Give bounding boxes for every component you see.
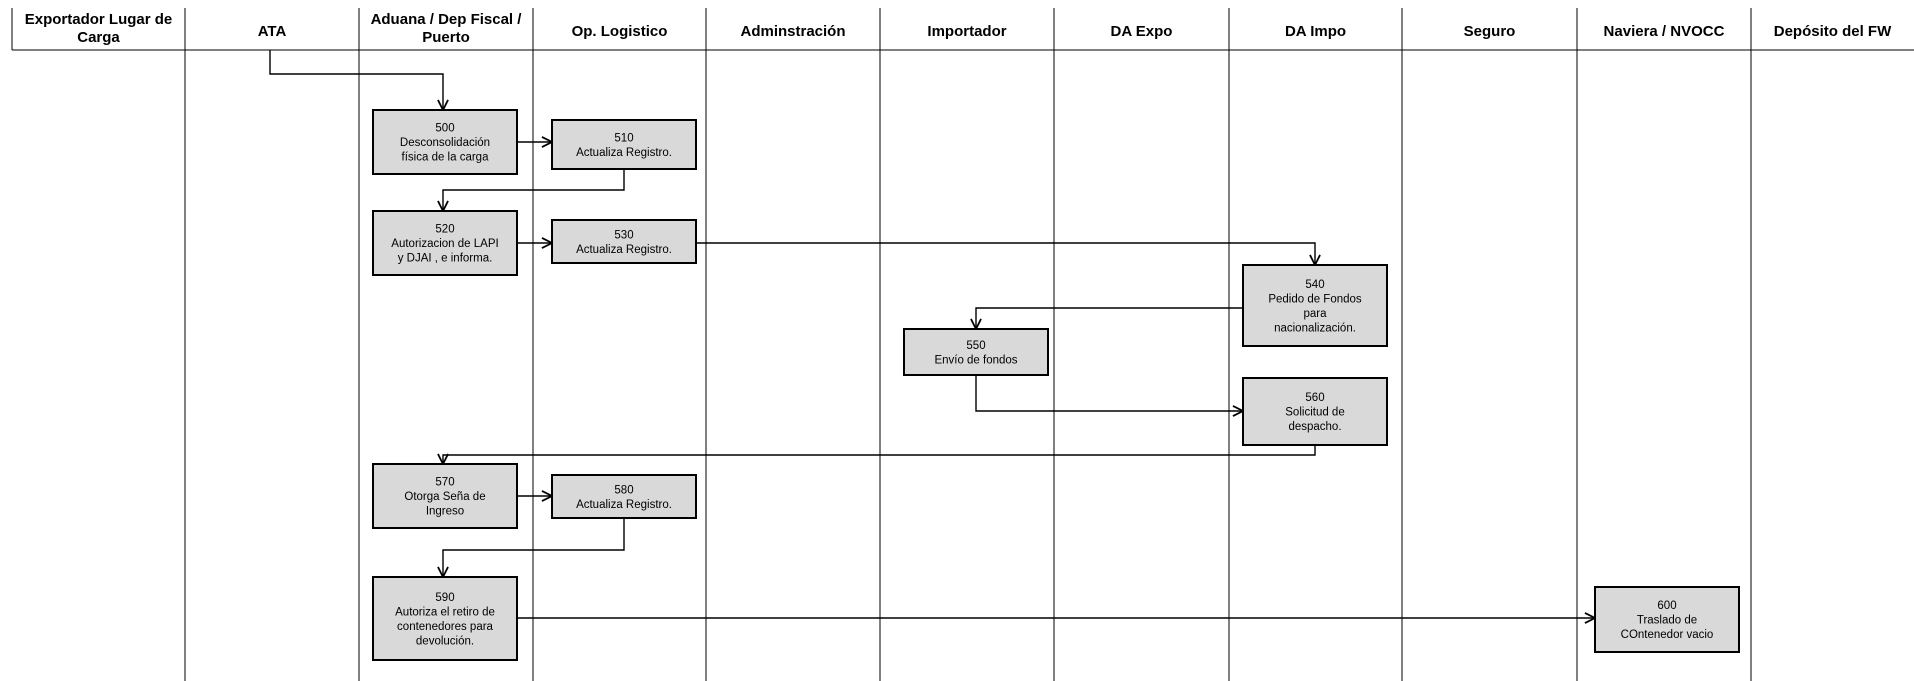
step-description: y DJAI , e informa. (398, 253, 493, 265)
step-description: Pedido de Fondos (1268, 293, 1362, 305)
step-description: devolución. (416, 635, 474, 647)
lane-header-label: DA Impo (1285, 23, 1346, 40)
lane-header-label: Seguro (1464, 23, 1516, 40)
lane-header-label: Naviera / NVOCC (1604, 23, 1725, 40)
step-description: Solicitud de (1285, 407, 1344, 419)
lane-header-label: ATA (258, 23, 287, 40)
lane-header-admin: Adminstración (740, 23, 845, 40)
step-number: 530 (614, 229, 633, 241)
process-box (372, 109, 518, 175)
step-description: Otorga Seña de (404, 491, 485, 503)
step-number: 520 (435, 224, 454, 236)
lane-header-deposito: Depósito del FW (1774, 23, 1892, 40)
process-box (1242, 377, 1388, 446)
connector-530-to-540 (696, 242, 1315, 265)
swimlanes (11, 8, 1914, 681)
step-description: contenedores para (397, 621, 494, 633)
lane-header-label: Op. Logistico (572, 23, 668, 40)
lane-header-label: Aduana / Dep Fiscal / (371, 11, 523, 28)
connector-510-to-520 (443, 169, 625, 211)
process-box (1594, 586, 1740, 653)
process-box (903, 328, 1049, 376)
connector-550-to-560 (975, 375, 1243, 411)
step-description: para (1303, 308, 1327, 320)
lane-header-label: Exportador Lugar de (25, 11, 173, 28)
step-description: Actualiza Registro. (576, 244, 672, 256)
process-box (551, 474, 697, 519)
connector-560-to-570 (443, 445, 1316, 464)
lane-header-label: Carga (77, 29, 120, 46)
step-description: COntenedor vacio (1621, 629, 1714, 641)
step-number: 540 (1305, 279, 1324, 291)
connector-580-to-590 (443, 518, 625, 577)
connector-540-to-550 (976, 307, 1243, 329)
step-number: 580 (614, 484, 633, 496)
step-number: 600 (1657, 600, 1676, 612)
step-description: física de la carga (402, 152, 490, 164)
lane-header-aduana: Aduana / Dep Fiscal /Puerto (371, 11, 523, 46)
step-number: 500 (435, 123, 454, 135)
step-description: Actualiza Registro. (576, 499, 672, 511)
lane-header-label: Importador (927, 23, 1006, 40)
step-number: 550 (966, 340, 985, 352)
process-box (551, 119, 697, 170)
step-description: nacionalización. (1274, 322, 1356, 334)
step-number: 590 (435, 592, 454, 604)
lane-header-label: DA Expo (1111, 23, 1173, 40)
step-description: Traslado de (1637, 615, 1697, 627)
step-description: despacho. (1288, 421, 1341, 433)
lane-header-label: Puerto (422, 29, 470, 46)
lane-header-daexpo: DA Expo (1111, 23, 1173, 40)
step-number: 510 (614, 132, 633, 144)
step-description: Actualiza Registro. (576, 147, 672, 159)
process-box (1242, 264, 1388, 347)
lane-header-label: Adminstración (740, 23, 845, 40)
lane-header-label: Depósito del FW (1774, 23, 1892, 40)
step-description: Autoriza el retiro de (395, 606, 495, 618)
lane-header-oplog: Op. Logistico (572, 23, 668, 40)
connector-ata-to-500 (269, 50, 443, 110)
process-box (372, 210, 518, 276)
lane-header-seguro: Seguro (1464, 23, 1516, 40)
step-number: 560 (1305, 392, 1324, 404)
connectors (269, 50, 1595, 618)
lane-header-naviera: Naviera / NVOCC (1604, 23, 1725, 40)
step-description: Ingreso (426, 506, 464, 518)
step-number: 570 (435, 477, 454, 489)
process-box (551, 219, 697, 264)
step-description: Envío de fondos (934, 354, 1017, 366)
process-box (372, 576, 518, 661)
lane-header-importador: Importador (927, 23, 1006, 40)
process-box (372, 463, 518, 529)
step-description: Desconsolidación (400, 137, 490, 149)
step-description: Autorizacion de LAPI (391, 238, 498, 250)
lane-header-ata: ATA (258, 23, 287, 40)
lane-header-daimpo: DA Impo (1285, 23, 1346, 40)
